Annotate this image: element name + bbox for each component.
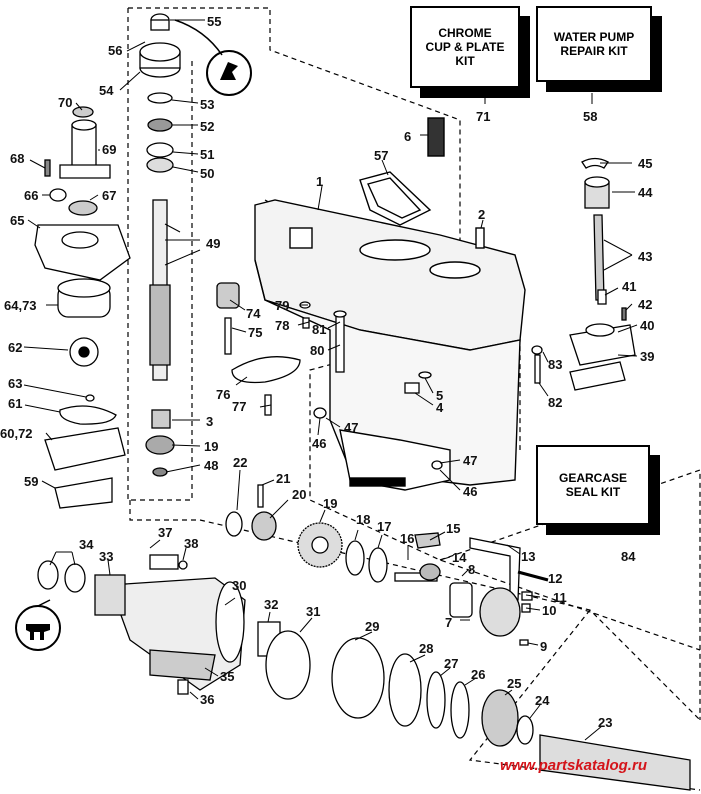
part-number-label: 27	[444, 656, 459, 671]
part-number-label: 11	[553, 590, 567, 605]
part-number-label: 10	[542, 603, 557, 618]
part-number-label: 20	[292, 487, 307, 502]
part-number-label: 13	[521, 549, 536, 564]
part-number-label: 5	[436, 388, 444, 403]
part-number-label: 39	[640, 349, 655, 364]
kit-label: CHROME CUP & PLATE KIT	[410, 6, 520, 88]
part-number-label: 18	[356, 512, 371, 527]
part-number-label: 22	[233, 455, 248, 470]
part-number-label: 19	[204, 439, 219, 454]
part-number-label: 43	[638, 249, 653, 264]
part-number-label: 54	[99, 83, 114, 98]
part-number-label: 7	[445, 615, 453, 630]
part-number-label: 79	[275, 298, 290, 313]
part-number-label: 53	[200, 97, 215, 112]
part-number-label: 74	[246, 306, 261, 321]
part-number-label: 1	[316, 174, 324, 189]
part-number-label: 16	[400, 531, 415, 546]
part-number-label: 6	[404, 129, 412, 144]
part-number-label: 3	[206, 414, 214, 429]
part-number-label: 44	[638, 185, 653, 200]
part-number-label: 76	[216, 387, 231, 402]
part-number-label: 25	[507, 676, 522, 691]
part-number-label: 21	[276, 471, 291, 486]
part-number-label: 51	[200, 147, 215, 162]
water-pump-repair-kit-box: WATER PUMP REPAIR KIT	[536, 6, 662, 92]
part-number-label: 4	[436, 400, 444, 415]
part-number-label: 19	[323, 496, 338, 511]
part-number-label: 60,72	[0, 426, 33, 441]
part-number-label: 40	[640, 318, 655, 333]
part-number-label: 62	[8, 340, 23, 355]
part-number-label: 17	[377, 519, 392, 534]
part-number-label: 32	[264, 597, 279, 612]
part-number-label: 61	[8, 396, 23, 411]
part-number-label: 57	[374, 148, 389, 163]
part-number-label: 37	[158, 525, 173, 540]
part-number-label: 50	[200, 166, 215, 181]
part-number-label: 8	[468, 562, 476, 577]
part-number-label: 69	[102, 142, 117, 157]
part-number-label: 30	[232, 578, 247, 593]
part-number-label: 47	[344, 420, 359, 435]
part-number-label: 9	[540, 639, 548, 654]
part-number-label: 63	[8, 376, 23, 391]
part-number-label: 65	[10, 213, 25, 228]
kit-label: WATER PUMP REPAIR KIT	[536, 6, 652, 82]
kit-label: GEARCASE SEAL KIT	[536, 445, 650, 525]
part-number-label: 45	[638, 156, 653, 171]
part-number-label: 36	[200, 692, 215, 707]
part-number-label: 49	[206, 236, 221, 251]
part-number-label: 52	[200, 119, 215, 134]
part-number-label: 14	[452, 550, 467, 565]
part-number-label: 70	[58, 95, 73, 110]
part-number-label: 78	[275, 318, 290, 333]
part-number-label: 12	[548, 571, 563, 586]
part-number-label: 41	[622, 279, 637, 294]
part-number-label: 68	[10, 151, 25, 166]
part-number-label: 81	[312, 322, 327, 337]
part-number-label: 83	[548, 357, 563, 372]
chrome-cup-plate-kit-box: CHROME CUP & PLATE KIT	[410, 6, 530, 98]
gearcase-seal-kit-box: GEARCASE SEAL KIT	[536, 445, 660, 535]
watermark-text: www.partskatalog.ru	[500, 757, 647, 774]
part-number-label: 2	[478, 207, 486, 222]
part-number-label: 80	[310, 343, 325, 358]
part-number-label: 38	[184, 536, 199, 551]
part-number-label: 31	[306, 604, 321, 619]
part-number-label: 46	[312, 436, 327, 451]
part-number-label: 42	[638, 297, 653, 312]
part-number-label: 71	[476, 109, 491, 124]
part-number-label: 47	[463, 453, 478, 468]
part-number-label: 84	[621, 549, 636, 564]
part-number-label: 82	[548, 395, 563, 410]
part-number-label: 64,73	[4, 298, 37, 313]
part-number-label: 46	[463, 484, 478, 499]
part-number-label: 48	[204, 458, 219, 473]
part-number-label: 66	[24, 188, 39, 203]
part-number-label: 33	[99, 549, 114, 564]
part-number-label: 28	[419, 641, 434, 656]
part-number-label: 29	[365, 619, 380, 634]
part-number-label: 15	[446, 521, 461, 536]
part-number-label: 55	[207, 14, 222, 29]
part-number-label: 75	[248, 325, 263, 340]
part-number-label: 34	[79, 537, 94, 552]
part-number-label: 59	[24, 474, 39, 489]
part-number-label: 56	[108, 43, 123, 58]
part-number-label: 58	[583, 109, 598, 124]
part-number-label: 67	[102, 188, 117, 203]
part-number-label: 77	[232, 399, 247, 414]
part-number-label: 26	[471, 667, 486, 682]
part-number-label: 23	[598, 715, 613, 730]
part-number-label: 24	[535, 693, 550, 708]
part-number-label: 35	[220, 669, 235, 684]
